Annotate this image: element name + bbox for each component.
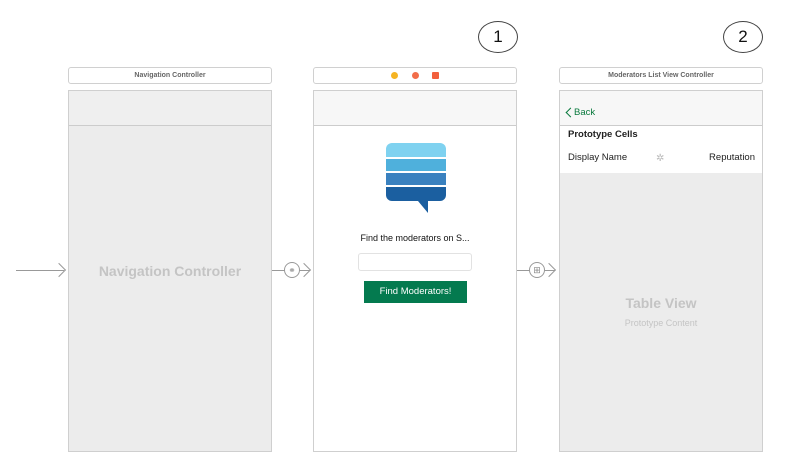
nav-bar: [69, 91, 271, 126]
list-vc-titlebar[interactable]: Moderators List View Controller: [559, 67, 763, 84]
marker-1: 1: [478, 21, 518, 53]
nav-controller-titlebar[interactable]: Navigation Controller: [68, 67, 272, 84]
view-controller-icon: [390, 71, 398, 79]
show-segue-icon[interactable]: ⊞: [529, 262, 545, 278]
table-view-sublabel: Prototype Content: [624, 318, 698, 328]
nav-controller-label: Navigation Controller: [98, 263, 242, 279]
prompt-label: Find the moderators on S...: [360, 233, 470, 243]
first-responder-icon: [411, 71, 419, 79]
nav-bar: Back: [560, 91, 762, 126]
segue-arrow-head: [541, 262, 557, 278]
prototype-cells-section: Prototype Cells Display Name ✲ Reputatio…: [560, 126, 762, 173]
cell-display-name: Display Name: [568, 152, 628, 163]
search-vc-titlebar[interactable]: [313, 67, 517, 84]
find-moderators-button[interactable]: Find Moderators!: [364, 281, 467, 303]
activity-indicator-icon: ✲: [656, 153, 665, 164]
cell-reputation: Reputation: [709, 152, 755, 163]
relationship-segue-icon[interactable]: ⚭: [284, 262, 300, 278]
back-button[interactable]: Back: [574, 107, 596, 118]
list-scene[interactable]: Back Prototype Cells Display Name ✲ Repu…: [559, 90, 763, 452]
exit-icon: [432, 71, 440, 79]
section-header: Prototype Cells: [568, 129, 638, 140]
nav-controller-scene[interactable]: Navigation Controller: [68, 90, 272, 452]
segue-arrow-head: [296, 262, 312, 278]
entry-arrow: [16, 270, 64, 271]
marker-2: 2: [723, 21, 763, 53]
stack-logo-icon: [386, 143, 446, 213]
nav-bar: [314, 91, 516, 126]
table-view-label: Table View: [625, 295, 697, 311]
search-scene[interactable]: Find the moderators on S... Find Moderat…: [313, 90, 517, 452]
search-input[interactable]: [358, 253, 472, 271]
entry-arrow-head: [51, 262, 67, 278]
